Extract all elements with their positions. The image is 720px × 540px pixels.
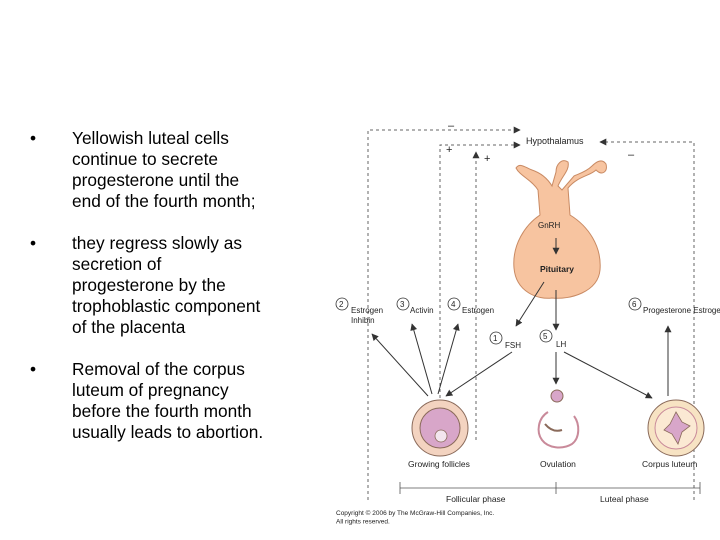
text-line: All rights reserved. [336, 519, 390, 526]
activin-label: Activin [410, 306, 434, 315]
step-number: 2 [339, 300, 344, 309]
copyright-text: Copyright © 2006 by The McGraw-Hill Comp… [336, 509, 496, 526]
growing-follicles-label: Growing follicles [408, 459, 470, 469]
bullet-list: • Yellowish luteal cells continue to secr… [30, 128, 330, 443]
hypothalamus-label: Hypothalamus [526, 136, 584, 146]
estrogen-label: Estrogen [462, 306, 494, 315]
plus-sign: + [484, 153, 490, 165]
bullet-dot: • [30, 359, 37, 379]
phase-bar [399, 482, 701, 494]
luteal-phase-label: Luteal phase [600, 494, 649, 504]
ovulation-icon [537, 389, 580, 449]
bullet-text: Yellowish luteal cells continue to secre… [72, 128, 256, 211]
gnrh-label: GnRH [538, 221, 560, 230]
text-line: Inhibin [351, 316, 375, 325]
pituitary-shape [513, 160, 607, 299]
plus-sign: + [446, 144, 452, 156]
pituitary-arrows [515, 281, 560, 331]
step-number: 6 [632, 300, 637, 309]
hormone-labels: 2 Estrogen Inhibin 3 Activin 4 Estrogen … [335, 297, 720, 350]
bullet-item-3: • Removal of the corpus luteum of pregnan… [30, 359, 330, 443]
follicle-arrows [371, 323, 672, 399]
step-number: 5 [543, 332, 548, 341]
progesterone-label: Progesterone Estrogen [643, 306, 720, 315]
fsh-label: FSH [505, 341, 521, 350]
step-number: 1 [493, 334, 498, 343]
copyright-line: Copyright © 2006 by The McGraw-Hill Comp… [336, 509, 494, 517]
bullet-item-2: • they regress slowly as secretion of pro… [30, 233, 330, 338]
minus-sign: – [448, 120, 455, 132]
pituitary-label: Pituitary [540, 264, 574, 274]
estrogen-inhibin-label: Estrogen Inhibin [351, 306, 385, 325]
estrogen-inhibin-text: Estrogen [351, 306, 383, 315]
ovulation-label: Ovulation [540, 459, 576, 469]
corpus-luteum-icon [647, 399, 705, 457]
bullet-item-1: • Yellowish luteal cells continue to secr… [30, 128, 330, 212]
bullet-text: Removal of the corpus luteum of pregnanc… [72, 359, 264, 442]
lh-label: LH [556, 340, 566, 349]
growing-follicle-icon [411, 399, 469, 457]
bullet-dot: • [30, 233, 37, 253]
step-number: 3 [400, 300, 405, 309]
feedback-lines [367, 126, 695, 500]
bullet-dot: • [30, 128, 37, 148]
minus-sign: – [628, 149, 635, 161]
follicular-phase-label: Follicular phase [446, 494, 506, 504]
step-number: 4 [451, 300, 456, 309]
corpus-luteum-label: Corpus luteum [642, 459, 697, 469]
bullet-text: they regress slowly as secretion of prog… [72, 233, 261, 337]
